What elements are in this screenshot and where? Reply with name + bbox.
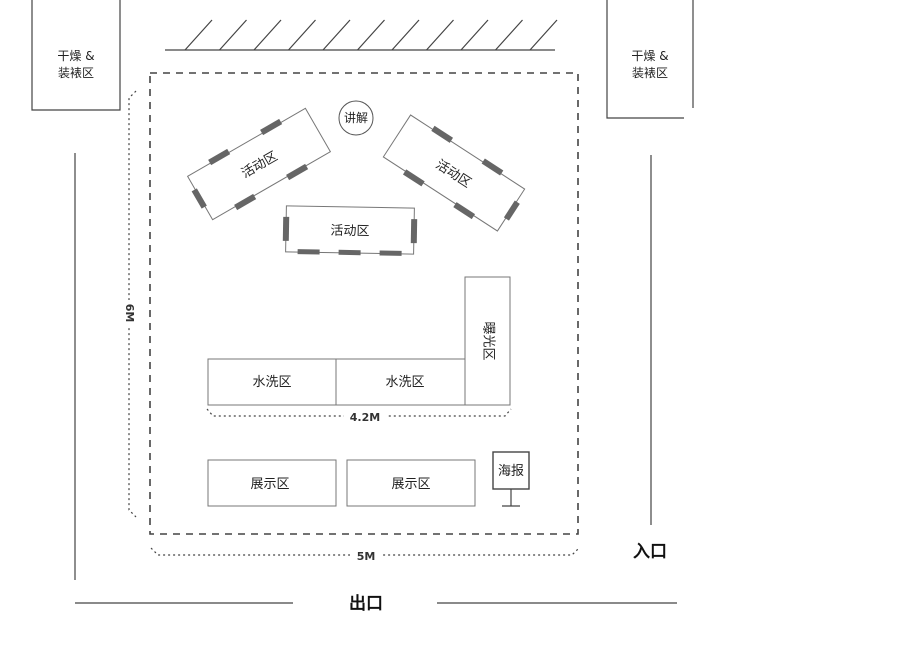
wash-zone-2-box <box>335 358 466 406</box>
exposure-zone-label: 曝光区 <box>481 321 496 360</box>
hatch-stroke <box>219 19 247 51</box>
hatch-stroke <box>288 19 316 51</box>
drying-zone-left-label-1: 干燥 & <box>57 49 94 63</box>
poster-label: 海报 <box>498 464 524 479</box>
dimension-height-label: 6M <box>123 304 136 323</box>
wash-zone-1-box <box>207 358 337 406</box>
wash-zone-2: 水洗区 <box>335 358 466 406</box>
exposure-zone-box <box>464 276 511 406</box>
talk-zone-circle <box>338 100 374 136</box>
activity-zone-right-seat <box>431 125 454 143</box>
dimension-total-width-label: 5M <box>357 550 376 563</box>
drying-zone-left-box <box>31 0 121 111</box>
top-wall <box>165 19 558 51</box>
drying-zone-left-label-2: 装裱区 <box>58 65 94 80</box>
hatch-stroke <box>253 19 282 51</box>
space-boundary <box>149 72 579 535</box>
display-zone-1-box <box>207 459 337 507</box>
wash-zone-1-label: 水洗区 <box>252 375 291 390</box>
activity-zone-left-seat <box>286 163 309 181</box>
display-zone-1: 展示区 <box>207 459 337 507</box>
dimension-height-mask <box>121 300 137 326</box>
activity-zone-center: 活动区 <box>282 205 418 256</box>
activity-zone-left: 活动区 <box>186 107 332 221</box>
exposure-zone: 曝光区 <box>464 276 511 406</box>
dimension-inner-width-mask <box>344 409 386 425</box>
hatch-stroke <box>426 19 454 51</box>
activity-zone-center-seat <box>297 249 320 255</box>
activity-zone-left-seat <box>234 193 257 211</box>
wash-zone-2-label: 水洗区 <box>385 375 424 390</box>
activity-zone-center-seat <box>379 250 402 256</box>
hatch-stroke <box>495 19 523 51</box>
talk-zone: 讲解 <box>338 100 374 136</box>
exit-label: 出口 <box>349 593 383 614</box>
poster-board <box>492 451 530 490</box>
hatch-stroke <box>322 19 351 51</box>
display-zone-2-label: 展示区 <box>391 477 430 492</box>
drying-zone-right-label-1: 干燥 & <box>631 49 668 63</box>
dimension-inner-width: 4.2M <box>206 408 512 425</box>
activity-zone-right-seat <box>503 200 520 221</box>
display-zone-2-box <box>346 459 476 507</box>
dimension-total-width: 5M <box>150 547 580 564</box>
hatch-stroke <box>529 19 558 51</box>
activity-zone-center-seat <box>282 216 290 241</box>
display-zone-1-label: 展示区 <box>250 477 289 492</box>
activity-zone-left-seat <box>208 148 231 166</box>
drying-zone-right-box-a <box>606 0 684 119</box>
entrance-label: 入口 <box>633 542 667 562</box>
activity-zone-right: 活动区 <box>382 114 526 232</box>
hatch-stroke <box>184 19 213 51</box>
display-zone-2: 展示区 <box>346 459 476 507</box>
wall-hatching <box>184 19 558 51</box>
activity-zone-left-seat <box>260 118 283 136</box>
activity-zone-center-seat <box>410 219 418 244</box>
activity-zone-center-seat <box>338 249 361 256</box>
drying-zone-right: 干燥 & 装裱区 <box>606 0 694 119</box>
activity-zone-right-seat <box>453 202 476 220</box>
drying-zone-right-label-2: 装裱区 <box>632 65 668 80</box>
wash-zone-1: 水洗区 <box>207 358 337 406</box>
dimension-inner-width-label: 4.2M <box>350 411 380 424</box>
dimension-total-width-mask <box>350 548 382 564</box>
talk-zone-label: 讲解 <box>344 110 368 125</box>
activity-zone-right-seat <box>402 169 425 187</box>
hatch-stroke <box>460 19 489 51</box>
hatch-stroke <box>357 19 385 51</box>
drying-zone-left: 干燥 & 装裱区 <box>31 0 121 111</box>
activity-zone-right-seat <box>481 158 504 176</box>
activity-zone-center-label: 活动区 <box>330 224 369 240</box>
activity-zone-left-seat <box>191 188 207 209</box>
poster-stand: 海报 <box>492 451 530 507</box>
hatch-stroke <box>391 19 420 51</box>
dimension-height: 6M <box>121 90 137 518</box>
